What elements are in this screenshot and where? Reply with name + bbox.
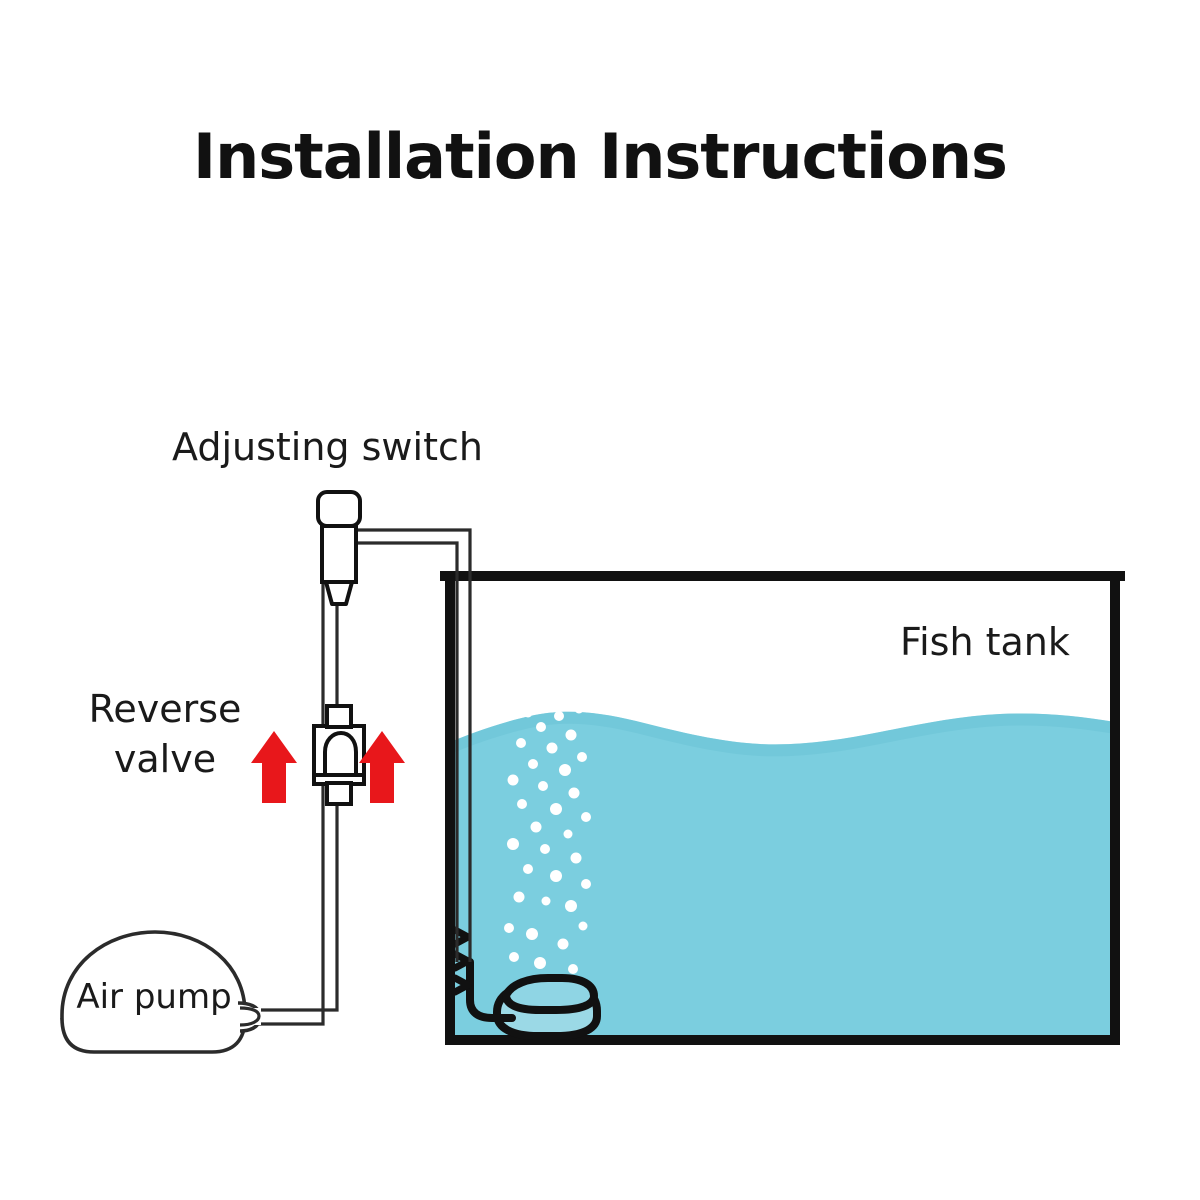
- water-fill: [450, 711, 1115, 1040]
- adjusting-switch-cap: [316, 490, 362, 528]
- air-pump-label: Air pump: [76, 977, 231, 1017]
- page-title: Installation Instructions: [193, 120, 1007, 193]
- reverse-valve-label-line1: Reverse: [89, 687, 242, 731]
- adjusting-switch-barrel: [320, 524, 358, 584]
- airflow-arrows: [251, 731, 405, 803]
- fish-tank-label: Fish tank: [900, 620, 1070, 664]
- adjusting-switch-label: Adjusting switch: [172, 425, 483, 469]
- airflow-arrow-left: [251, 731, 297, 803]
- tube-wall-clips: [451, 926, 472, 996]
- airline-tubing: [243, 515, 472, 1026]
- fish-tank: Fish tank: [440, 571, 1125, 1045]
- reverse-valve-upper-collar: [325, 704, 353, 729]
- air-stone-cap: [502, 974, 598, 1014]
- airflow-arrow-right: [359, 731, 405, 803]
- reverse-valve-diaphragm: [323, 731, 358, 777]
- air-pump: Air pump: [60, 930, 261, 1054]
- adjusting-switch: Adjusting switch: [172, 425, 483, 606]
- air-stone-inlet-tube: [466, 958, 516, 1022]
- air-stone: [466, 958, 601, 1040]
- tank-water: [450, 711, 1115, 1040]
- tank-walls: [445, 571, 1120, 1045]
- reverse-valve-lower-collar: [325, 781, 353, 806]
- air-pump-nozzle-lip: [239, 1006, 261, 1027]
- air-pump-base: [60, 1017, 247, 1054]
- water-surface-shade: [450, 711, 1115, 757]
- reverse-valve-label-line2: valve: [114, 737, 216, 781]
- reverse-valve: Reverse valve: [89, 687, 366, 806]
- adjusting-switch-taper: [324, 580, 354, 606]
